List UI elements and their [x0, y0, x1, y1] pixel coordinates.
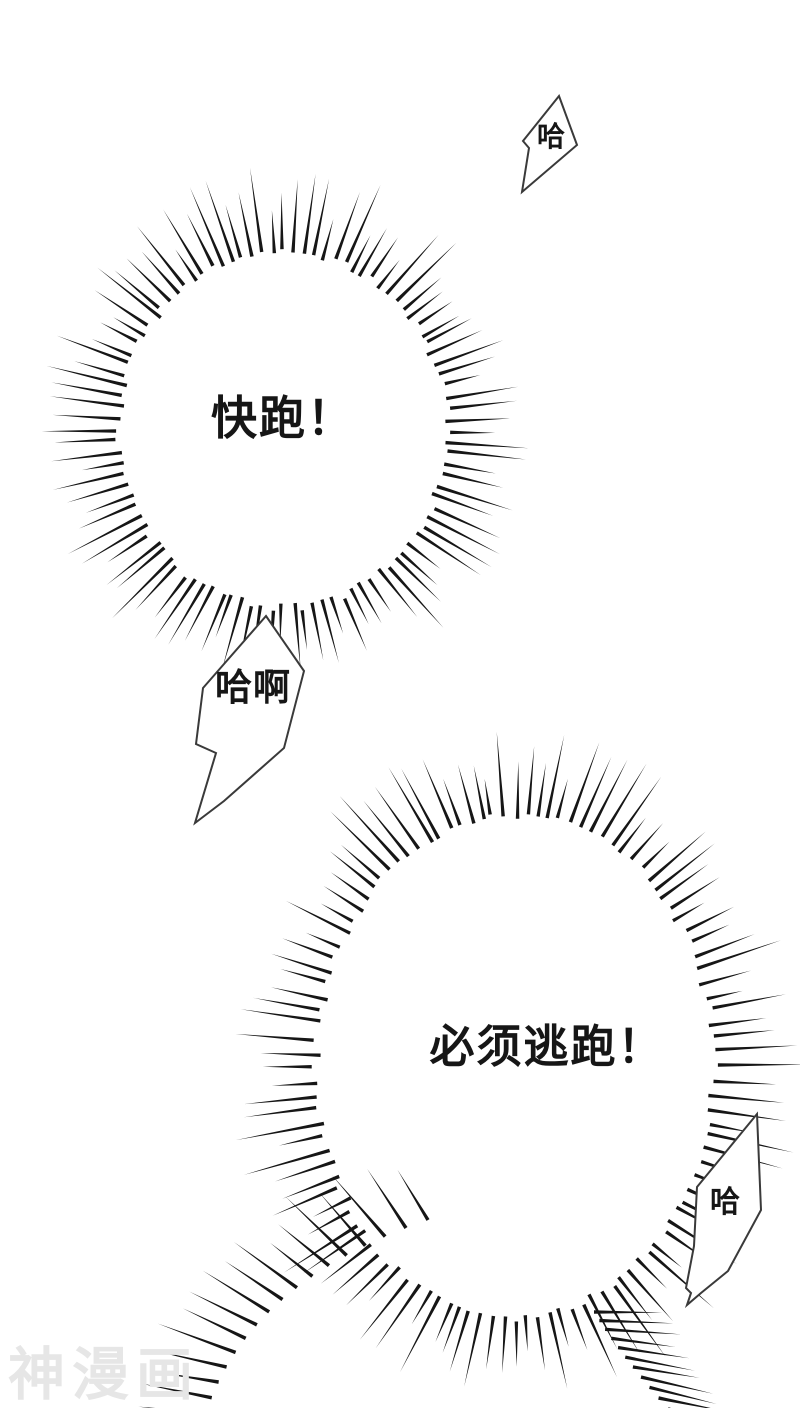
scream-text-escape: 必须逃跑！ [429, 1021, 664, 1072]
watermark: 神漫画 [8, 1343, 200, 1407]
speech-bubble-ha-top [520, 93, 579, 195]
scream-burst-run [41, 167, 529, 690]
speech-text-haa: 哈啊 [215, 667, 291, 708]
burst-fan-bottom-right [594, 1310, 717, 1408]
speech-bubble-ha-bottom [684, 1111, 763, 1309]
speech-text-ha-top: 哈 [537, 121, 565, 152]
scream-text-run: 快跑！ [211, 392, 355, 444]
speech-bubble-haa [193, 614, 306, 826]
speech-text-ha-bottom: 哈 [710, 1186, 740, 1219]
burst-fan-bottom-right-lines [594, 1310, 717, 1408]
scream-burst-run-lines [41, 167, 529, 690]
